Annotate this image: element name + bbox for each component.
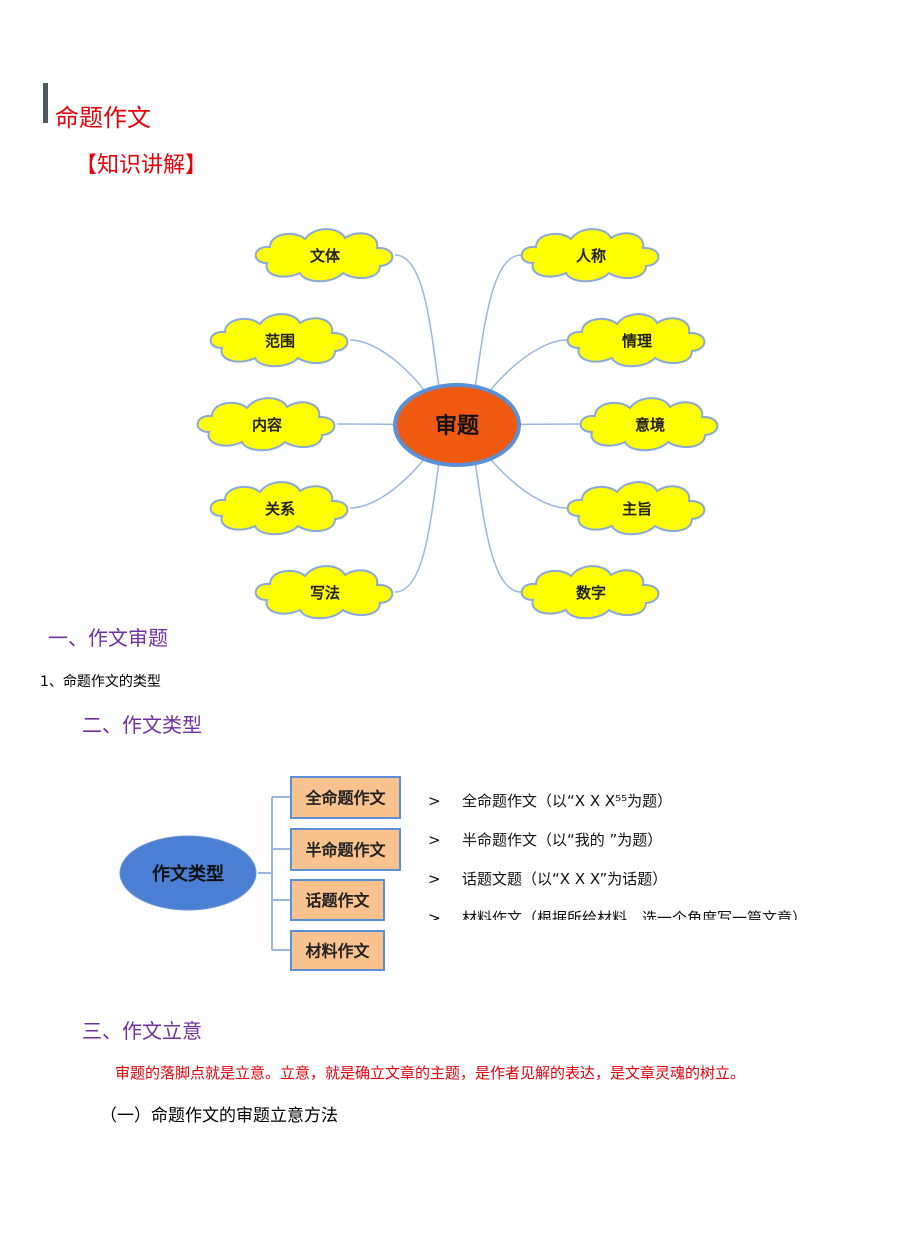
- bullet-item: >全命题作文（以“X X X⁵⁵为题）: [428, 792, 673, 810]
- cloud-node: 写法: [254, 565, 394, 620]
- chevron-right-icon: >: [428, 792, 441, 810]
- chevron-right-icon: >: [428, 909, 441, 920]
- cloud-label: 内容: [252, 416, 282, 434]
- type-box-label: 半命题作文: [305, 841, 386, 860]
- type-box: 半命题作文: [290, 828, 401, 871]
- cloud-node: 文体: [254, 228, 394, 283]
- cloud-label: 写法: [310, 584, 340, 602]
- section-heading-3: 三、作文立意: [82, 1019, 202, 1043]
- type-box-label: 话题作文: [305, 891, 370, 910]
- cloud-node: 人称: [520, 228, 660, 283]
- cloud-label: 关系: [265, 500, 295, 518]
- paragraph: 审题的落脚点就是立意。立意，就是确立文章的主题，是作者见解的表达，是文章灵魂的树…: [115, 1064, 746, 1082]
- type-box-label: 全命题作文: [304, 789, 386, 808]
- cloud-shape: [196, 397, 336, 452]
- type-box-rect: [290, 828, 401, 871]
- cloud-shape: [254, 228, 394, 283]
- chevron-right-icon: >: [428, 870, 441, 888]
- list-item-1: 1、命题作文的类型: [40, 674, 161, 690]
- cloud-label: 数字: [576, 584, 606, 602]
- cloud-node: 主旨: [566, 481, 706, 536]
- page-title: 命题作文: [55, 104, 151, 132]
- center-label: 审题: [435, 413, 480, 439]
- knowledge-heading: 【知识讲解】: [75, 153, 208, 178]
- cloud-shape: [579, 397, 719, 452]
- type-box-rect: [290, 930, 385, 971]
- type-box: 话题作文: [290, 879, 385, 921]
- center-node: [393, 383, 521, 467]
- cloud-shape: [209, 481, 349, 536]
- section-heading-2: 二、作文类型: [82, 713, 202, 737]
- cloud-node: 数字: [520, 565, 660, 620]
- type-box-rect: [290, 879, 385, 921]
- cloud-node: 关系: [209, 481, 349, 536]
- bullet-item: >半命题作文（以“我的 ”为题）: [428, 831, 663, 849]
- cloud-label: 意境: [635, 416, 665, 434]
- types-center-node: [119, 835, 257, 911]
- cloud-label: 情理: [622, 332, 652, 350]
- type-box-label: 材料作文: [305, 942, 370, 961]
- cloud-node: 内容: [196, 397, 336, 452]
- section-heading-1: 一、作文审题: [48, 626, 168, 650]
- cloud-label: 主旨: [622, 500, 652, 518]
- bullet-item: >话题文题（以“X X X”为话题）: [428, 870, 668, 888]
- cloud-label: 范围: [265, 332, 295, 350]
- cloud-node: 意境: [579, 397, 719, 452]
- types-center-label: 作文类型: [152, 863, 224, 885]
- cloud-label: 人称: [576, 247, 606, 265]
- cloud-label: 文体: [310, 247, 341, 265]
- cloud-shape: [520, 228, 660, 283]
- cloud-shape: [254, 565, 394, 620]
- cloud-shape: [566, 313, 706, 368]
- cloud-node: 范围: [209, 313, 349, 368]
- type-box-rect: [290, 776, 401, 819]
- chevron-right-icon: >: [428, 831, 441, 849]
- cloud-node: 情理: [566, 313, 706, 368]
- subsection-heading: （一）命题作文的审题立意方法: [100, 1106, 338, 1126]
- title-bar-decoration: [43, 83, 48, 123]
- bullet-item: >材料作文（根据所给材料，选一个角度写一篇文章）: [428, 907, 807, 920]
- cloud-shape: [566, 481, 706, 536]
- branch-lines: [258, 796, 291, 951]
- type-box: 材料作文: [290, 930, 385, 971]
- cloud-shape: [209, 313, 349, 368]
- cloud-shape: [520, 565, 660, 620]
- type-box: 全命题作文: [290, 776, 401, 819]
